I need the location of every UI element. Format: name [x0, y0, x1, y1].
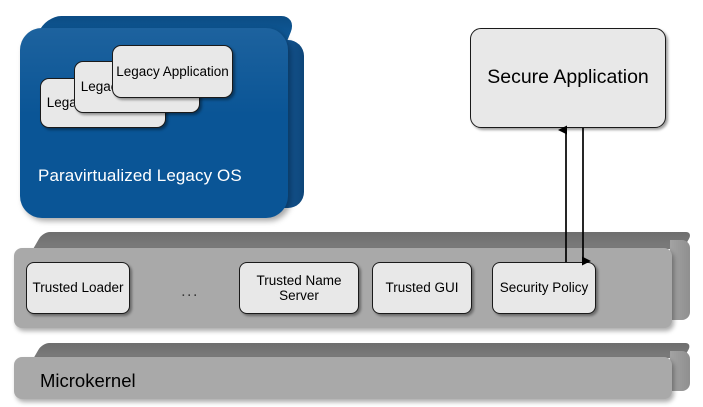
services-ellipsis: ...	[181, 283, 199, 300]
microkernel-bar: Microkernel	[14, 343, 693, 399]
service-box-security-policy[interactable]: Security Policy	[492, 262, 596, 314]
microkernel-bar-right-face	[670, 351, 690, 391]
microkernel-bar-top-face	[33, 343, 693, 358]
trusted-bar-right-face	[670, 240, 690, 320]
service-box-trusted-name-server[interactable]: Trusted Name Server	[239, 262, 359, 314]
service-box-trusted-gui[interactable]: Trusted GUI	[372, 262, 472, 314]
service-box-trusted-loader[interactable]: Trusted Loader	[26, 262, 130, 314]
legacy-application-box-front[interactable]: Legacy Application	[112, 45, 233, 98]
microkernel-label: Microkernel	[40, 370, 136, 391]
trusted-bar-top-face	[33, 232, 693, 249]
secure-application-box[interactable]: Secure Application	[470, 28, 666, 128]
microkernel-bar-front-face	[14, 357, 672, 399]
paravirtualized-legacy-os-label: Paravirtualized Legacy OS	[38, 166, 242, 185]
